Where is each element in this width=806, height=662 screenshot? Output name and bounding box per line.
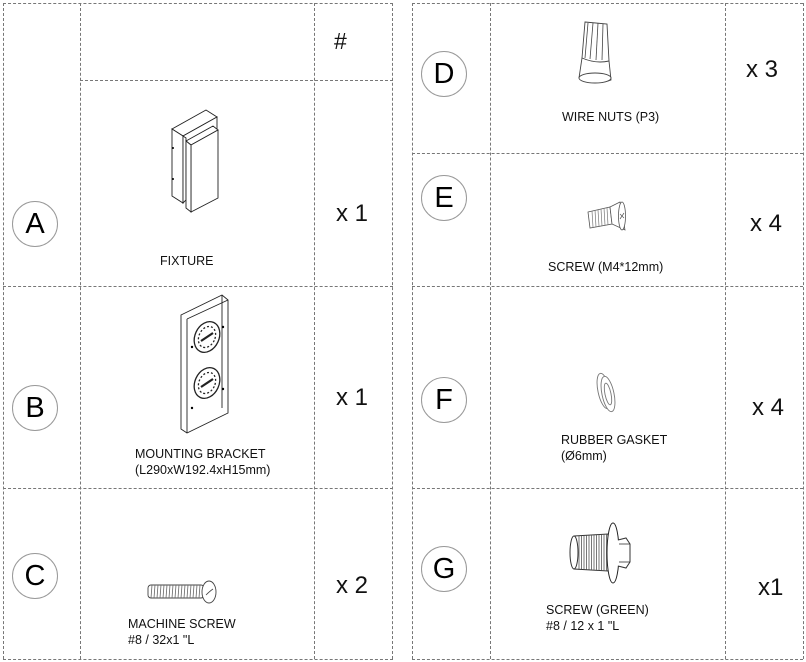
grid-line: [725, 3, 726, 659]
part-quantity: x 4: [750, 210, 783, 237]
grid-line: [3, 488, 393, 489]
part-quantity: x 1: [336, 200, 369, 227]
part-letter-badge: D: [421, 51, 467, 97]
grid-line: [80, 3, 81, 659]
part-quantity: x 4: [752, 394, 785, 421]
part-letter-badge: G: [421, 546, 467, 592]
fixture-icon: [171, 109, 219, 213]
part-spec: (Ø6mm): [561, 449, 607, 463]
part-spec: #8 / 32x1 "L: [128, 633, 195, 647]
grid-line: [314, 3, 315, 659]
grid-line: [412, 3, 413, 659]
part-quantity: x 3: [746, 56, 779, 83]
part-letter-badge: A: [12, 201, 58, 247]
machine-screw-icon: [147, 580, 217, 604]
part-name: MACHINE SCREW: [128, 617, 236, 631]
grid-line: [412, 3, 803, 4]
part-spec: #8 / 12 x 1 "L: [546, 619, 620, 633]
part-name: RUBBER GASKET: [561, 433, 668, 447]
part-quantity: x 2: [336, 572, 369, 599]
rubber-gasket-icon: [596, 372, 616, 413]
flat-head-screw-icon: [587, 201, 626, 231]
part-letter-badge: B: [12, 385, 58, 431]
grid-line: [3, 3, 4, 659]
part-name: FIXTURE: [160, 254, 214, 268]
grid-line: [412, 659, 803, 660]
grid-line: [412, 488, 803, 489]
part-quantity: x1: [758, 574, 784, 601]
grid-line: [490, 3, 491, 659]
grid-line: [3, 659, 393, 660]
grid-line: [412, 153, 803, 154]
mounting-bracket-icon: [180, 294, 229, 434]
part-spec: (L290xW192.4xH15mm): [135, 463, 271, 477]
grid-line: [392, 3, 393, 659]
part-name: MOUNTING BRACKET: [135, 447, 266, 461]
quantity-column-header: #: [334, 28, 347, 54]
grid-line: [803, 3, 804, 659]
grid-line: [80, 80, 393, 81]
part-letter-badge: C: [12, 553, 58, 599]
ground-screw-icon: [569, 522, 631, 584]
grid-line: [412, 286, 803, 287]
wire-nut-icon: [578, 21, 612, 84]
part-name: SCREW (M4*12mm): [548, 260, 664, 274]
grid-line: [3, 3, 393, 4]
part-quantity: x 1: [336, 384, 369, 411]
part-name: WIRE NUTS (P3): [562, 110, 660, 124]
part-letter-badge: E: [421, 175, 467, 221]
part-name: SCREW (GREEN): [546, 603, 649, 617]
part-letter-badge: F: [421, 377, 467, 423]
grid-line: [3, 286, 393, 287]
